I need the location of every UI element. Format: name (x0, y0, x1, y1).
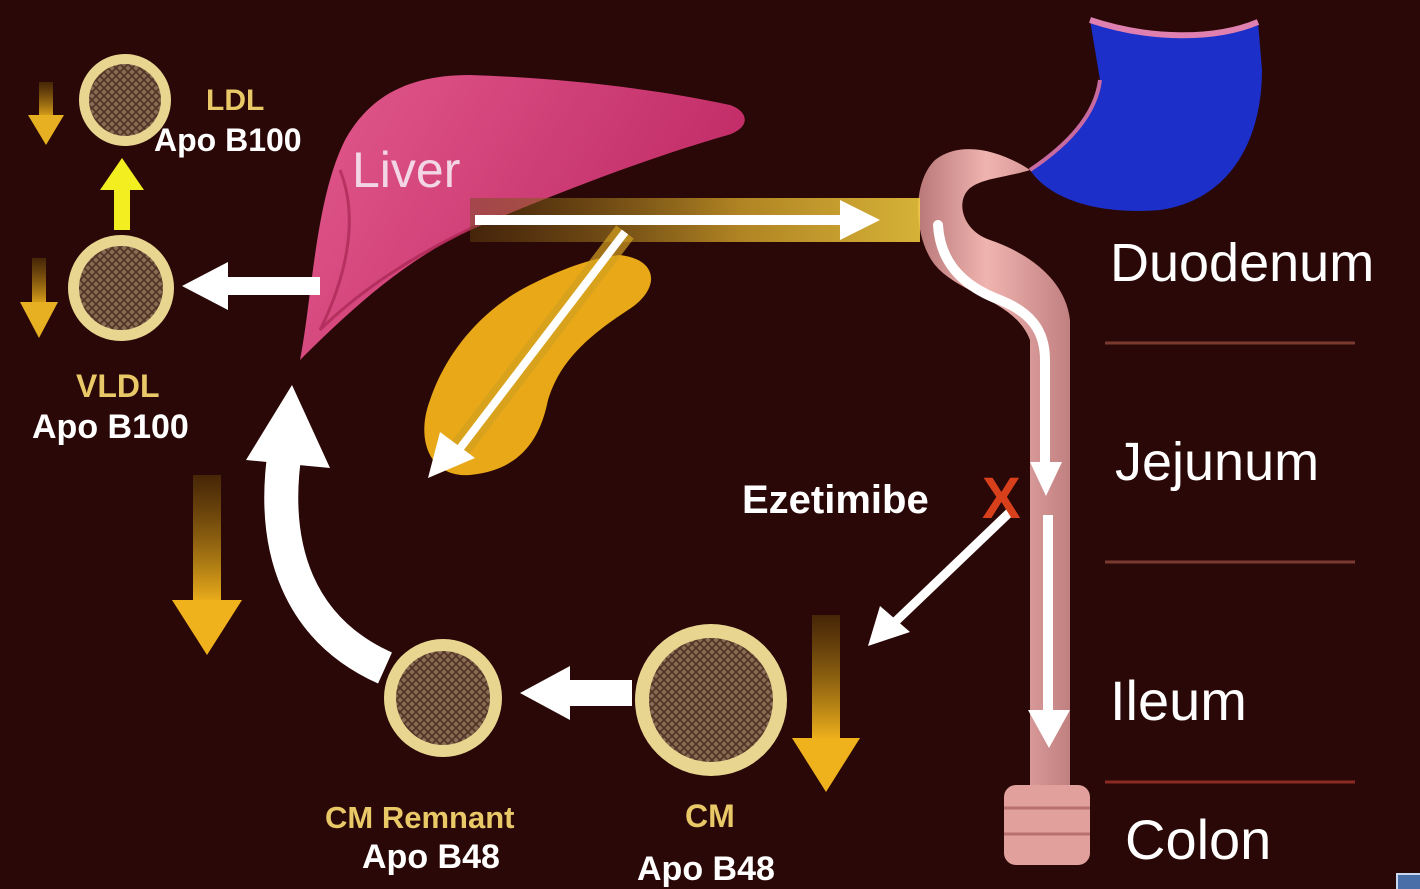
ldl-apo-label: Apo B100 (154, 124, 302, 156)
arrow-liver-to-vldl (182, 262, 320, 310)
ldl-label: LDL (206, 86, 264, 116)
gold-down-arrow-cm (792, 615, 860, 792)
cm-remnant-label: CM Remnant (325, 802, 514, 833)
cm-remnant-apo-label: Apo B48 (362, 840, 500, 874)
arrow-intestine-to-cm (868, 512, 1010, 646)
block-mark: X (982, 470, 1021, 528)
corner-badge (1396, 873, 1420, 889)
vldl-apo-label: Apo B100 (32, 410, 189, 444)
jejunum-label: Jejunum (1115, 435, 1319, 489)
gold-down-arrow-large (172, 475, 242, 655)
ileum-label: Ileum (1110, 673, 1247, 729)
cm-particle (635, 624, 787, 776)
bile-arrow-liver-to-duodenum (470, 198, 920, 242)
arrow-remnant-to-liver (246, 385, 385, 668)
arrow-vldl-to-ldl (100, 158, 144, 230)
stomach (1030, 20, 1262, 211)
cm-label: CM (685, 800, 735, 832)
colon-label: Colon (1125, 812, 1271, 868)
duodenum-label: Duodenum (1110, 236, 1374, 290)
vldl-label: VLDL (76, 370, 160, 402)
vldl-particle (68, 235, 174, 341)
gold-down-arrow-ldl (28, 82, 64, 145)
cm-apo-label: Apo B48 (637, 852, 775, 886)
cm-remnant-particle (384, 639, 502, 757)
arrow-cm-to-remnant (520, 666, 632, 720)
liver-label: Liver (352, 145, 460, 195)
ezetimibe-label: Ezetimibe (742, 480, 929, 520)
gold-down-arrow-vldl (20, 258, 58, 338)
